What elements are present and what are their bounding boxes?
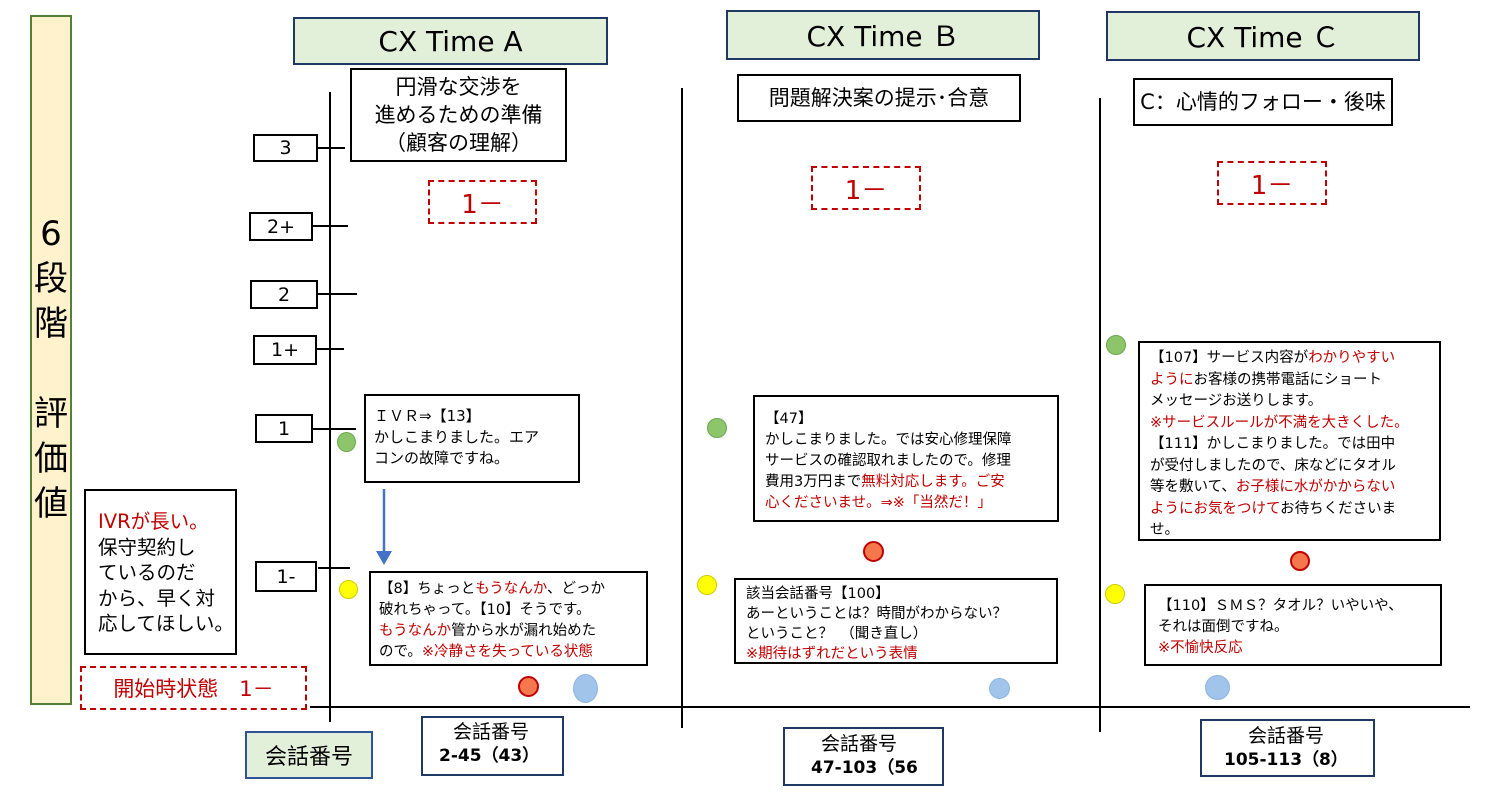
note-text: 【111】かしこまりました。では田中 が受付しましたので、床などにタオル 等を敷…: [1150, 436, 1396, 495]
scale-label-2plus: 2+: [249, 212, 313, 241]
phase-c-note-lower: 【110】ＳＭＳ？タオル？いやいや、 それは面倒ですね。 ※不愉快反応: [1144, 584, 1442, 666]
conversation-row-label: 会話番号: [245, 731, 373, 779]
phase-c-conversation: 会話番号 105-113（8）: [1200, 719, 1375, 777]
axis-title-char: 評: [34, 394, 68, 434]
evaluation-axis-title: 6 段階評価値: [30, 15, 72, 705]
phase-c-conversation-label: 会話番号: [1248, 725, 1325, 747]
note-text: 管から水が漏れ始めた ので。: [379, 623, 597, 660]
green-dot-a: [337, 432, 356, 452]
phase-a-header: CX Time A: [293, 17, 608, 65]
phase-b-conversation-label: 会話番号: [821, 733, 898, 755]
red-dot-c: [1290, 551, 1310, 571]
phase-b-header: CX Time Ｂ: [726, 10, 1040, 60]
phase-b-note-upper: 【47】 かしこまりました。では安心修理保障 サービスの確認取れましたので。修理…: [753, 395, 1059, 522]
scale-tick-2plus: [313, 225, 348, 227]
scale-label-1minus: 1-: [255, 561, 317, 592]
highlight-text: ※冷静さを失っている状態: [421, 644, 593, 660]
note-text: 該当会話番号【100】 あーということは？時間がわからない？ ということ？ （聞…: [746, 586, 1007, 642]
yellow-dot-a: [339, 580, 358, 599]
baseline: [310, 706, 1470, 708]
note-text: お待ちくださいま せ。: [1150, 500, 1397, 539]
down-arrow-icon: [376, 489, 392, 565]
customer-note: IVRが長い。 保守契約し ているのだ から、早く対 応してほしい。: [84, 489, 237, 655]
green-dot-b: [707, 418, 727, 438]
phase-b-category: 問題解決案の提示･合意: [737, 74, 1021, 122]
axis-title-char: 値: [34, 484, 68, 524]
phase-a-rating: 1－: [428, 180, 537, 224]
blue-dot-b: [989, 678, 1010, 699]
phase-a-conversation: 会話番号 2-45（43）: [421, 716, 564, 776]
phase-c-header: CX Time Ｃ: [1106, 11, 1420, 61]
note-text: かしこまりました。エア コンの故障ですね。: [374, 428, 540, 467]
highlight-text: ※不愉快反応: [1158, 640, 1243, 656]
red-dot-a: [518, 676, 539, 697]
highlight-text: ※サービスルールが不満を大きくした。: [1150, 414, 1409, 431]
phase-a-note-upper: ＩＶＲ⇒【13】 かしこまりました。エア コンの故障ですね。: [364, 394, 580, 483]
phase-b-rating: 1－: [811, 166, 921, 210]
phase-a-category: 円滑な交渉を 進めるための準備 （顧客の理解）: [350, 68, 567, 162]
scale-tick-1: [313, 428, 356, 430]
scale-tick-2: [318, 293, 357, 295]
phase-a-conversation-label: 会話番号: [453, 721, 530, 743]
highlight-text: お子様に水がかからない ようにお気をつけて: [1150, 479, 1396, 517]
scale-tick-1minus: [318, 567, 350, 569]
phase-a-note-lower: 【8】ちょっともうなんか、どっか 破れちゃって。【10】そうです。 もうなんか管…: [369, 571, 648, 666]
axis-title-char: 階: [34, 304, 68, 344]
note-text: 【8】ちょっと: [379, 581, 476, 597]
scale-tick-3: [318, 147, 345, 149]
divider-line-ab: [681, 88, 683, 728]
note-text: ＩＶＲ⇒【13】: [374, 407, 481, 425]
blue-dot-a: [573, 674, 598, 703]
axis-line-a: [329, 92, 331, 722]
note-text: 、どっか 破れちゃって。【10】そうです。: [379, 581, 606, 618]
axis-title-char: 段: [34, 259, 68, 299]
note-text: お客様の携帯電話にショート メッセージお送りします。: [1150, 371, 1382, 410]
phase-b-conversation: 会話番号 47-103（56: [783, 727, 944, 786]
phase-c-category: C：心情的フォロー・後味: [1133, 78, 1393, 126]
phase-c-conversation-range: 105-113（8）: [1224, 750, 1348, 770]
phase-a-conversation-range: 2-45（43）: [439, 746, 540, 766]
divider-line-bc: [1099, 98, 1101, 732]
note-text: 【47】 かしこまりました。では安心修理保障 サービスの確認取れましたので。修理…: [765, 411, 1012, 490]
scale-label-2: 2: [250, 280, 318, 309]
scale-label-1: 1: [255, 414, 313, 443]
phase-c-note-upper: 【107】サービス内容がわかりやすい ようにお客様の携帯電話にショート メッセー…: [1138, 341, 1441, 541]
highlight-text: IVRが長い。: [98, 510, 209, 533]
blue-dot-c: [1205, 675, 1230, 700]
axis-title-char: 価: [34, 439, 68, 479]
yellow-dot-c: [1105, 584, 1125, 604]
phase-b-conversation-range: 47-103（56: [811, 758, 918, 778]
highlight-text: ※期待はずれだという表情: [746, 646, 918, 662]
scale-label-1plus: 1+: [253, 335, 317, 365]
note-text: 【110】ＳＭＳ？タオル？いやいや、 それは面倒ですね。: [1158, 598, 1403, 635]
scale-tick-1plus: [317, 348, 344, 350]
green-dot-c: [1106, 335, 1126, 355]
phase-c-rating: 1－: [1217, 161, 1327, 205]
scale-label-3: 3: [253, 134, 318, 162]
phase-b-note-lower: 該当会話番号【100】 あーということは？時間がわからない？ ということ？ （聞…: [734, 578, 1058, 664]
note-text: 保守契約し ているのだ から、早く対 応してほしい。: [98, 535, 234, 635]
highlight-text: 無料対応します。ご安 心くださいませ。⇒※「当然だ！」: [765, 474, 1005, 511]
note-text: 【107】サービス内容が: [1150, 350, 1309, 366]
highlight-text: もうなんか: [475, 581, 548, 597]
highlight-text: わかりやすい ように: [1150, 350, 1396, 388]
start-state: 開始時状態 1－: [80, 666, 307, 710]
axis-title-char: 6: [40, 214, 62, 254]
highlight-text: もうなんか: [379, 623, 452, 639]
red-dot-b: [863, 541, 884, 562]
yellow-dot-b: [697, 575, 717, 595]
